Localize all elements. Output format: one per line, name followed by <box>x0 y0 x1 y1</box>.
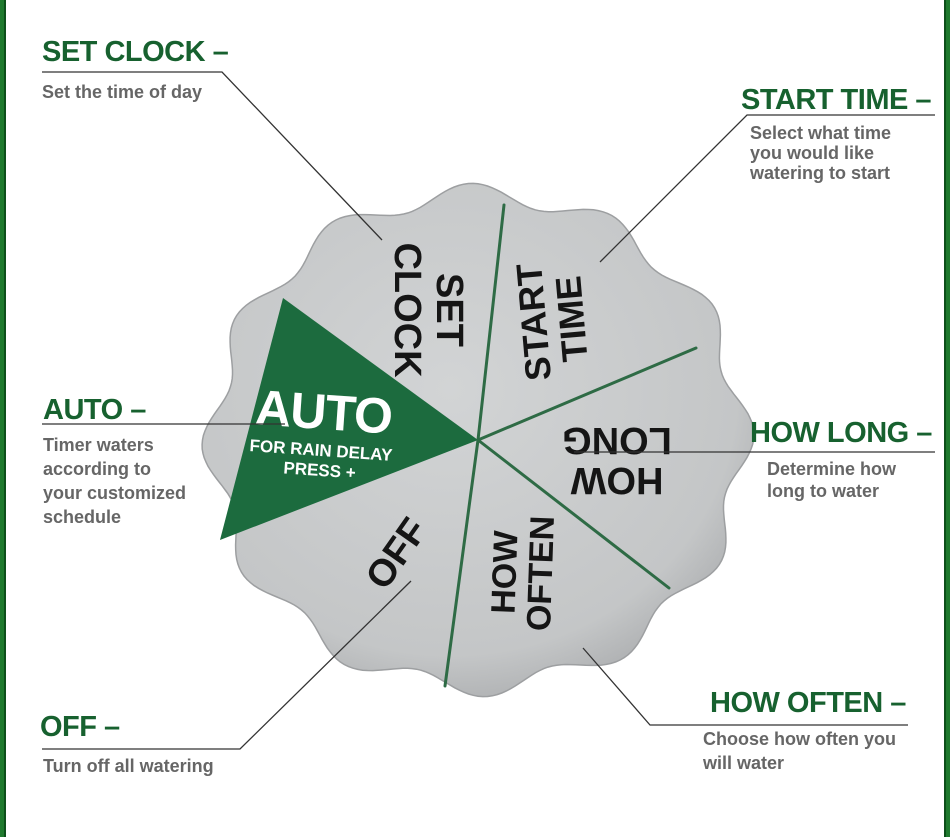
how-often-description: Choose how often you will water <box>703 729 896 773</box>
start-time-title: START TIME – <box>741 84 932 116</box>
dial-dividers <box>443 203 698 688</box>
left-frame-border <box>0 0 6 837</box>
svg-text:OFTEN: OFTEN <box>520 515 562 631</box>
auto-description: Timer waters according to your customize… <box>43 435 187 527</box>
svg-text:HOW: HOW <box>485 529 526 614</box>
off-description: Turn off all watering <box>43 756 214 776</box>
dial-auto-label: AUTO <box>254 379 394 444</box>
start-time-description: Select what time you would like watering… <box>750 123 892 183</box>
how-long-description: Determine how long to water <box>767 459 897 501</box>
dial-start-time-label: START TIME <box>508 262 596 382</box>
how-long-title: HOW LONG – <box>750 417 932 449</box>
dial-how-often-label: HOW OFTEN <box>485 515 562 631</box>
callout-how-long: HOW LONG – Determine how long to water <box>750 419 932 502</box>
how-often-title: HOW OFTEN – <box>710 687 906 719</box>
svg-text:HOW: HOW <box>570 459 663 501</box>
right-frame-border <box>944 0 950 837</box>
svg-text:CLOCK: CLOCK <box>386 242 428 378</box>
svg-text:START: START <box>508 262 559 382</box>
dial-set-clock-label: SET CLOCK <box>386 242 470 378</box>
callout-off: OFF – Turn off all watering <box>40 713 214 778</box>
set-clock-description: Set the time of day <box>42 82 203 102</box>
callout-auto: AUTO – Timer waters according to your cu… <box>43 396 186 529</box>
svg-text:SET: SET <box>428 273 470 347</box>
callout-set-clock: SET CLOCK – Set the time of day <box>42 36 229 104</box>
svg-text:LONG: LONG <box>562 419 672 461</box>
svg-text:TIME: TIME <box>547 274 595 363</box>
callout-how-often: HOW OFTEN – Choose how often you will wa… <box>703 687 906 775</box>
dial-how-long-label: HOW LONG <box>562 419 672 501</box>
auto-sector <box>220 298 478 540</box>
auto-title: AUTO – <box>43 394 146 426</box>
leader-lines <box>42 71 935 750</box>
set-clock-title: SET CLOCK – <box>42 36 229 68</box>
callout-start-time: START TIME – Select what time you would … <box>741 84 932 184</box>
off-title: OFF – <box>40 711 120 743</box>
